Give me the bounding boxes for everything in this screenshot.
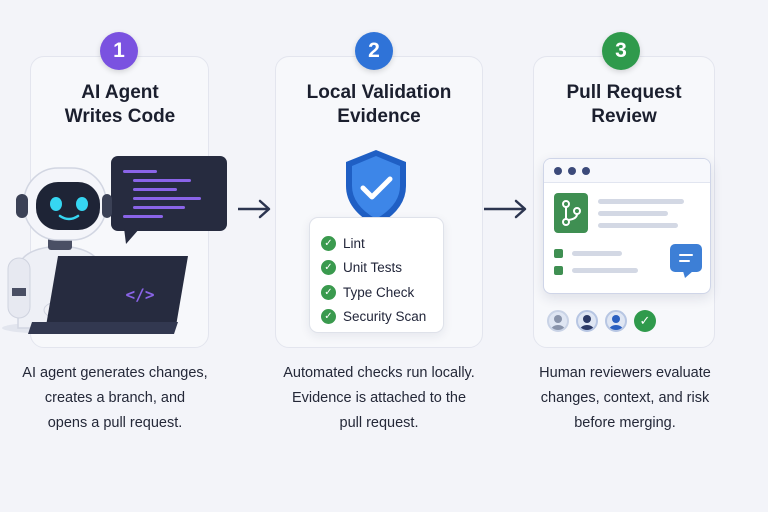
check-icon: ✓ xyxy=(321,260,336,276)
check-label: Security Scan xyxy=(343,309,427,325)
laptop-icon: </> xyxy=(28,256,188,334)
git-branch-icon xyxy=(554,193,588,233)
step-1-desc-line-1: AI agent generates changes, xyxy=(22,365,208,381)
step-1-desc-line-3: opens a pull request. xyxy=(47,415,183,431)
comment-tail xyxy=(683,271,693,278)
step-2-desc-line-2: Evidence is attached to the xyxy=(291,390,467,406)
step-2-title: Local Validation Evidence xyxy=(284,81,474,129)
step-3-description: Human reviewers evaluate changes, contex… xyxy=(518,361,732,436)
step-3-desc-line-1: Human reviewers evaluate xyxy=(539,365,711,381)
step-3-desc-line-2: changes, context, and risk xyxy=(540,390,710,406)
check-icon: ✓ xyxy=(321,235,336,251)
reviewer-avatar-icon xyxy=(605,310,627,332)
step-1-title: AI Agent Writes Code xyxy=(40,81,200,129)
code-bubble-tail xyxy=(124,228,140,244)
check-item: ✓ Security Scan xyxy=(321,305,443,330)
pull-request-window-icon xyxy=(543,158,711,294)
step-2-description: Automated checks run locally. Evidence i… xyxy=(268,361,490,436)
check-label: Lint xyxy=(343,235,365,251)
shield-check-icon xyxy=(346,150,406,226)
step-1-title-line-2: Writes Code xyxy=(64,106,176,127)
reviewer-avatar-icon xyxy=(547,310,569,332)
arrow-2-to-3 xyxy=(484,199,527,219)
check-label: Unit Tests xyxy=(343,260,403,276)
code-bubble-icon xyxy=(111,156,227,231)
step-1-desc-line-2: creates a branch, and xyxy=(44,390,186,406)
step-1-description: AI agent generates changes, creates a br… xyxy=(10,361,220,436)
step-2-badge: 2 xyxy=(355,32,393,70)
reviewer-avatar-icon xyxy=(576,310,598,332)
arrow-1-to-2 xyxy=(238,199,271,219)
check-label: Type Check xyxy=(343,284,415,300)
approved-check-icon: ✓ xyxy=(634,310,656,332)
step-1-badge: 1 xyxy=(100,32,138,70)
step-2-desc-line-1: Automated checks run locally. xyxy=(283,365,475,381)
svg-text:</>: </> xyxy=(126,285,155,304)
check-item: ✓ Lint xyxy=(321,231,443,256)
step-3-title-line-1: Pull Request xyxy=(566,82,682,103)
step-3-desc-line-3: before merging. xyxy=(574,415,676,431)
check-icon: ✓ xyxy=(321,284,336,300)
window-titlebar xyxy=(544,159,710,183)
step-3-title: Pull Request Review xyxy=(540,81,708,129)
comment-icon xyxy=(670,244,702,272)
check-item: ✓ Type Check xyxy=(321,280,443,305)
step-3-badge: 3 xyxy=(602,32,640,70)
step-2-title-line-1: Local Validation xyxy=(306,82,452,103)
validation-checklist: ✓ Lint ✓ Unit Tests ✓ Type Check ✓ Secur… xyxy=(309,217,444,333)
step-2-title-line-2: Evidence xyxy=(337,106,421,127)
check-item: ✓ Unit Tests xyxy=(321,256,443,281)
step-2-desc-line-3: pull request. xyxy=(339,415,419,431)
check-icon: ✓ xyxy=(321,309,336,325)
step-3-title-line-2: Review xyxy=(591,106,657,127)
step-1-title-line-1: AI Agent xyxy=(81,82,159,103)
